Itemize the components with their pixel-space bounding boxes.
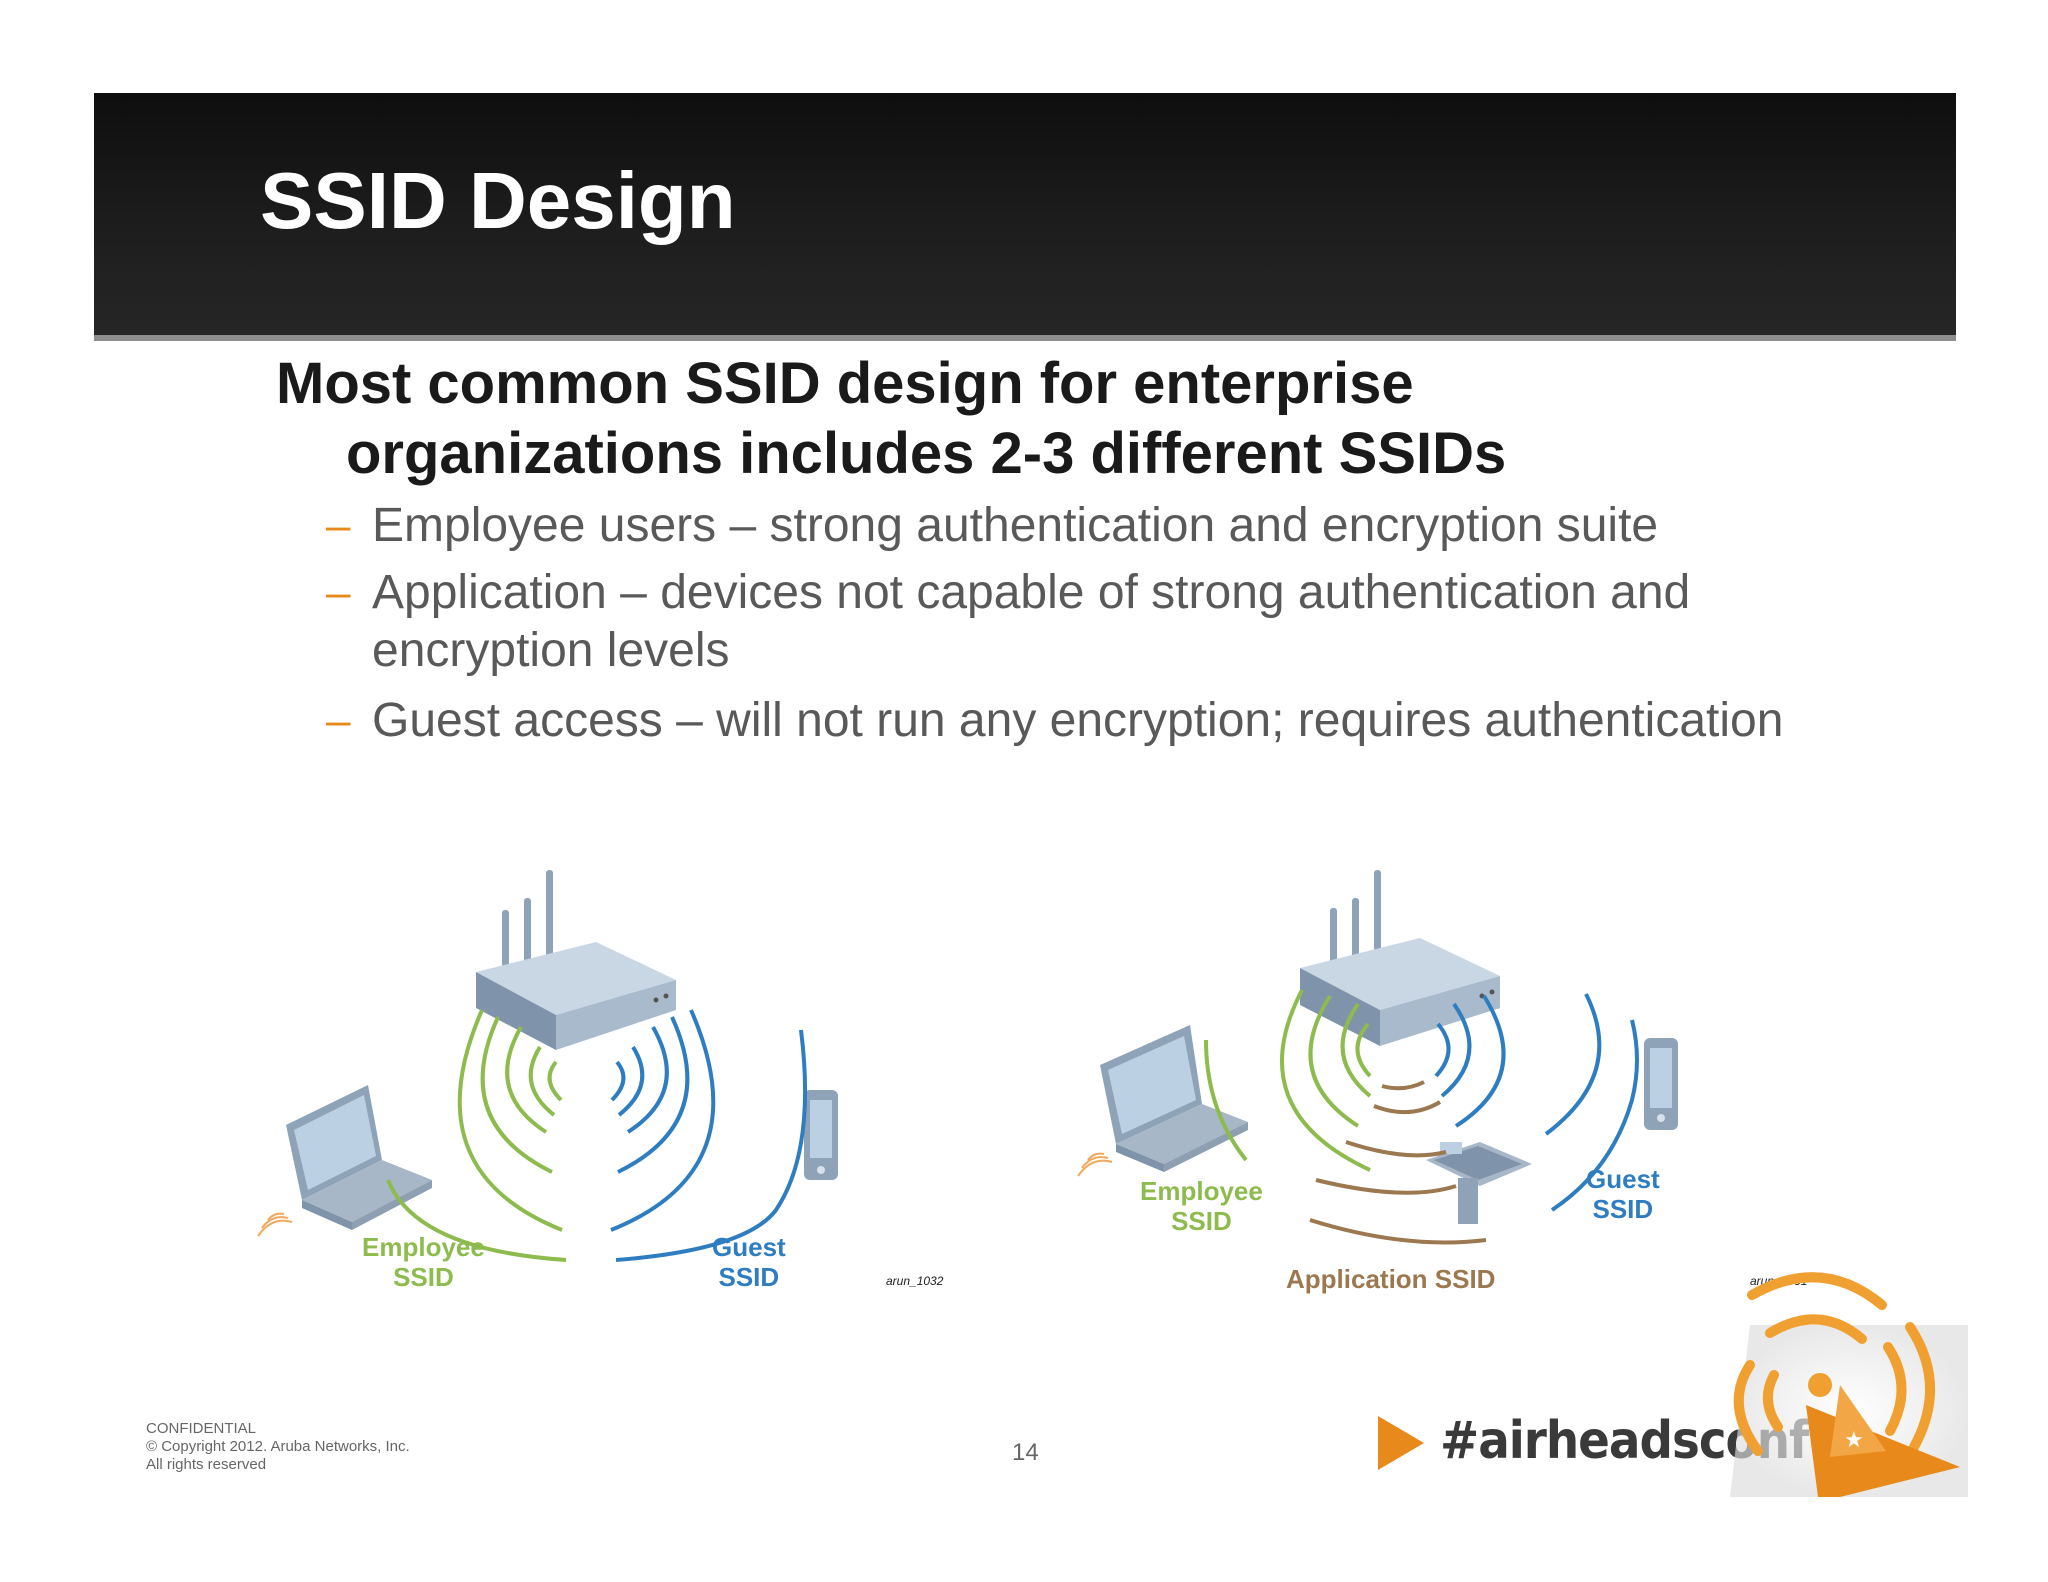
- sub-bullet-application: – Application – devices not capable of s…: [326, 564, 1786, 680]
- signal-waves-icon: [1077, 1152, 1113, 1177]
- figure-id: arun_1032: [886, 1274, 944, 1288]
- svg-text:★: ★: [1844, 1428, 1864, 1453]
- laptop-icon: [286, 1085, 432, 1230]
- guest-label-line-1: Guest: [712, 1232, 786, 1262]
- employee-ssid-label: Employee SSID: [362, 1232, 485, 1292]
- guest-ssid-label: Guest SSID: [1586, 1164, 1660, 1224]
- main-bullet: Most common SSID design for enterprise o…: [276, 349, 1776, 489]
- handheld-scanner-icon: [1426, 1142, 1532, 1224]
- slide-title: SSID Design: [260, 156, 736, 245]
- main-bullet-line-2: organizations includes 2-3 different SSI…: [346, 421, 1507, 486]
- employee-signal-arcs: [1204, 989, 1372, 1172]
- main-bullet-line-1: Most common SSID design for enterprise: [276, 351, 1414, 416]
- guest-label-line-2: SSID: [718, 1262, 780, 1292]
- laptop-icon: [1100, 1025, 1248, 1172]
- application-signal-arcs: [1309, 1080, 1487, 1245]
- router-icon: [476, 870, 676, 1050]
- sub-bullet-text: Employee users – strong authentication a…: [372, 499, 1659, 552]
- smartphone-icon: [804, 1090, 838, 1180]
- bullet-dash: –: [326, 696, 351, 745]
- diagram-graphic: [257, 870, 838, 1262]
- play-arrow-icon: [1378, 1416, 1424, 1470]
- employee-label-line-2: SSID: [1171, 1206, 1232, 1236]
- signal-waves-icon: [257, 1212, 293, 1237]
- title-bar: SSID Design: [94, 93, 1956, 341]
- copyright-text: © Copyright 2012. Aruba Networks, Inc.: [146, 1438, 410, 1455]
- employee-ssid-label: Employee SSID: [1140, 1176, 1263, 1236]
- guest-label-line-2: SSID: [1592, 1194, 1654, 1224]
- employee-label-line-1: Employee: [362, 1232, 485, 1262]
- bullet-dash: –: [326, 501, 351, 550]
- sub-bullet-text: Guest access – will not run any encrypti…: [372, 694, 1784, 747]
- sub-bullet-guest: – Guest access – will not run any encryp…: [326, 692, 1786, 750]
- guest-ssid-label: Guest SSID: [712, 1232, 786, 1292]
- airheads-logo-icon: ★: [1730, 1272, 1968, 1497]
- guest-signal-arcs: [610, 1009, 808, 1262]
- sub-bullet-employee: – Employee users – strong authentication…: [326, 497, 1786, 555]
- rights-text: All rights reserved: [146, 1456, 267, 1473]
- employee-signal-arcs: [386, 1009, 567, 1262]
- diagram-two-ssids: Employee SSID Guest SSID arun_1032: [256, 860, 996, 1310]
- sub-bullet-text: Application – devices not capable of str…: [372, 566, 1691, 677]
- page-number: 14: [1012, 1439, 1039, 1466]
- footer-legal: CONFIDENTIAL © Copyright 2012. Aruba Net…: [146, 1420, 410, 1474]
- guest-signal-arcs: [1434, 993, 1639, 1212]
- bullet-dash: –: [326, 568, 351, 617]
- employee-label-line-1: Employee: [1140, 1176, 1263, 1206]
- application-ssid-label: Application SSID: [1286, 1264, 1496, 1294]
- guest-label-line-1: Guest: [1586, 1164, 1660, 1194]
- diagram-graphic: [1077, 870, 1678, 1245]
- diagram-three-ssids: Employee SSID Guest SSID Application SSI…: [1070, 860, 1807, 1310]
- confidential-label: CONFIDENTIAL: [146, 1420, 257, 1437]
- employee-label-line-2: SSID: [393, 1262, 454, 1292]
- smartphone-icon: [1644, 1038, 1678, 1130]
- router-icon: [1300, 870, 1500, 1046]
